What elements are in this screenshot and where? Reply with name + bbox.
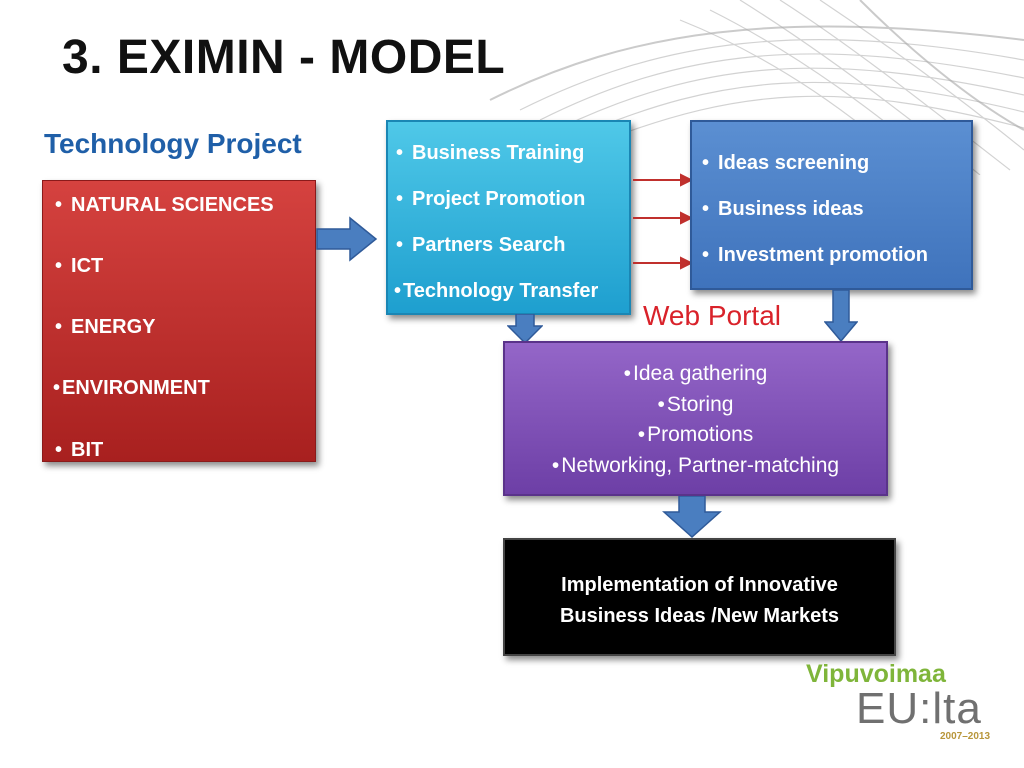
technology-project-heading: Technology Project [44,128,302,159]
bullet-icon: • [637,423,646,446]
list-item: •Idea gathering [623,362,768,385]
list-item: •ENERGY [55,316,156,338]
logo-years: 2007–2013 [940,731,991,742]
bullet-icon: • [55,194,63,216]
bullet-icon: • [55,316,63,338]
list-item: •BIT [55,439,104,461]
bullet-icon: • [702,152,710,174]
page-title: 3. EXIMIN - MODEL [62,31,506,84]
down-arrow-icon [662,496,722,538]
list-item: •NATURAL SCIENCES [55,194,274,216]
bullet-icon: • [702,198,710,220]
technology-project-box: •NATURAL SCIENCES •ICT •ENERGY •ENVIRONM… [42,180,316,462]
logo-vipuvoimaa: Vipuvoimaa [806,660,946,688]
ideas-box: •Ideas screening •Business ideas •Invest… [690,120,973,290]
list-item: •Storing [657,393,734,416]
services-box: •Business Training •Project Promotion •P… [386,120,631,315]
list-item: •Technology Transfer [394,280,599,302]
list-item: •Ideas screening [702,152,870,174]
list-item: •Partners Search [396,234,566,256]
bullet-icon: • [657,393,665,416]
bullet-icon: • [623,362,632,385]
list-item: •Project Promotion [396,188,586,210]
web-portal-label: Web Portal [643,300,781,331]
bullet-icon: • [702,244,710,266]
web-portal-box: •Idea gathering •Storing •Promotions •Ne… [503,341,888,496]
bullet-icon: • [394,280,402,302]
down-arrow-icon [507,314,543,344]
bullet-icon: • [396,188,404,210]
logo-eulta: EU:lta [856,684,982,733]
implementation-text: Implementation of Innovative Business Id… [559,574,839,627]
bullet-icon: • [55,255,63,277]
list-item: •Promotions [637,423,754,446]
decorative-swirl [489,0,1024,175]
bullet-icon: • [396,142,404,164]
bullet-icon: • [396,234,404,256]
connector-arrows [633,173,693,270]
list-item: •Business Training [396,142,585,164]
list-item: •ENVIRONMENT [53,377,210,399]
right-arrow-icon [316,216,378,262]
bullet-icon: • [55,439,63,461]
implementation-box: Implementation of Innovative Business Id… [503,538,896,656]
bullet-icon: • [53,377,61,399]
list-item: •ICT [55,255,104,277]
list-item: •Networking, Partner-matching [551,454,840,477]
bullet-icon: • [551,454,560,477]
list-item: •Business ideas [702,198,864,220]
list-item: •Investment promotion [702,244,929,266]
down-arrow-icon [824,290,858,342]
